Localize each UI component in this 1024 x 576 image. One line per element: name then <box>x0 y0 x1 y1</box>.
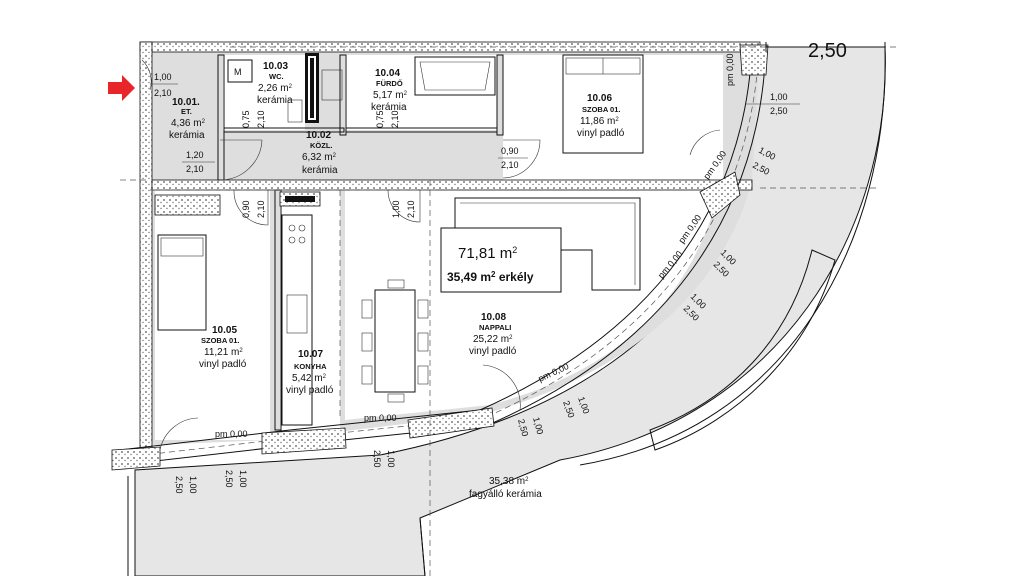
total-area: 71,81 m2 <box>458 245 517 262</box>
room-10-08-area: 25,22 m2 <box>473 334 513 345</box>
wc-door-height: 2,10 <box>256 110 266 128</box>
balcony-floor: fagyálló kerámia <box>469 489 542 500</box>
entry-door-width: 1,00 <box>154 72 172 82</box>
window-label-7-width: 1,00 <box>386 450 396 468</box>
wc-marker: M <box>234 67 242 77</box>
top-dimension: 2,50 <box>808 40 847 62</box>
bath-door-width: 0,75 <box>375 110 385 128</box>
room-10-03-floor: kerámia <box>257 95 293 106</box>
room-10-03-floor <box>223 55 305 130</box>
window-label-1-width: 1,00 <box>770 92 788 102</box>
room-10-06-floor <box>503 55 723 180</box>
szoba5-door-width: 0,90 <box>241 200 251 218</box>
room-10-01-name: ET. <box>181 107 192 116</box>
window-label-9-height: 2,50 <box>174 476 184 494</box>
szoba5-door-height: 2,10 <box>256 200 266 218</box>
room-10-02-name: KÖZL. <box>310 141 333 150</box>
room-10-07-name: KONYHA <box>294 362 327 371</box>
room-10-05-name: SZOBA 01. <box>201 336 239 345</box>
window-label-1-height: 2,50 <box>770 106 788 116</box>
room-10-05-floor: vinyl padló <box>199 359 247 370</box>
room-10-04-number: 10.04 <box>375 68 400 79</box>
entry-door-height: 2,10 <box>154 88 172 98</box>
room-10-06-area: 11,86 m2 <box>580 116 619 127</box>
room-10-05-number: 10.05 <box>212 325 237 336</box>
room-10-06-number: 10.06 <box>587 93 612 104</box>
room-10-05-floor <box>155 190 270 440</box>
kozl-door-width: 1,20 <box>186 150 204 160</box>
balcony-area-value: 35,38 m2 <box>489 476 529 487</box>
room-10-01-floor: kerámia <box>169 130 205 141</box>
window-label-7-height: 2,50 <box>372 450 382 468</box>
room-10-06-floor: vinyl padló <box>577 128 625 139</box>
room-10-03-area: 2,26 m2 <box>258 83 293 94</box>
room-10-02-area: 6,32 m2 <box>302 152 337 163</box>
pm-label-6: pm 0,00 <box>364 413 397 423</box>
room-10-07-number: 10.07 <box>298 349 323 360</box>
kozl-door-height: 2,10 <box>186 164 204 174</box>
room-10-07-area: 5,42 m2 <box>292 373 327 384</box>
room-10-06-name: SZOBA 01. <box>582 105 620 114</box>
window-label-9-width: 1,00 <box>188 476 198 494</box>
room-10-01-area: 4,36 m2 <box>171 118 206 129</box>
room-10-08-number: 10.08 <box>481 312 506 323</box>
window-label-6-width: 1,00 <box>531 416 545 436</box>
nappali-door-width: 1,00 <box>391 200 401 218</box>
room-10-03-name: WC. <box>269 72 284 81</box>
room-10-05-area: 11,21 m2 <box>204 347 243 358</box>
room-10-08-floor <box>345 190 720 420</box>
room-10-02-number: 10.02 <box>306 130 331 141</box>
room-10-01-number: 10.01. <box>172 97 200 108</box>
window-label-8-width: 1,00 <box>238 470 248 488</box>
nappali-door-height: 2,10 <box>406 200 416 218</box>
pm-label-7: pm 0,00 <box>215 429 248 439</box>
room-10-07-floor: vinyl padló <box>286 385 334 396</box>
window-label-8-height: 2,50 <box>224 470 234 488</box>
entrance-arrow-icon <box>108 75 135 101</box>
wc-door-width: 0,75 <box>241 110 251 128</box>
room-10-04-area: 5,17 m2 <box>373 90 408 101</box>
pm-label-1: pm 0,00 <box>725 53 735 86</box>
room-10-02-floor: kerámia <box>302 165 338 176</box>
szoba6-door-height: 2,10 <box>501 160 519 170</box>
room-10-03-number: 10.03 <box>263 61 288 72</box>
room-10-04-floor: kerámia <box>371 102 407 113</box>
window-label-6-height: 2,50 <box>516 418 530 438</box>
room-10-08-floor: vinyl padló <box>469 346 517 357</box>
balcony-area-label: 35,49 m2 erkély <box>447 270 534 285</box>
room-10-04-name: FÜRDŐ <box>376 79 403 88</box>
room-10-07-floor <box>280 190 340 430</box>
area-summary-box <box>440 227 562 293</box>
bath-door-height: 2,10 <box>390 110 400 128</box>
room-10-08-name: NAPPALI <box>479 323 511 332</box>
szoba6-door-width: 0,90 <box>501 146 519 156</box>
